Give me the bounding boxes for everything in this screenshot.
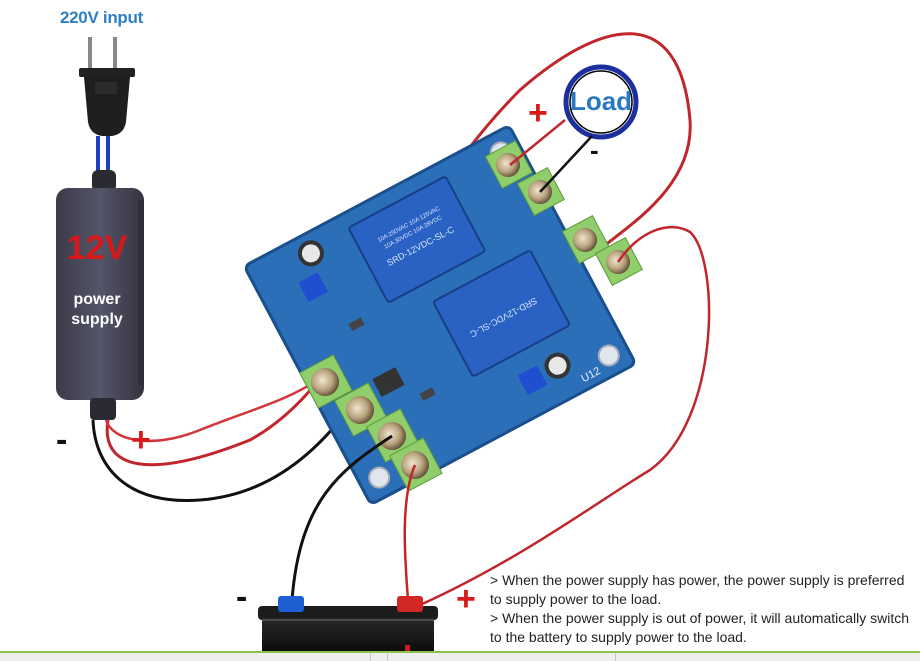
status-bar [0,651,920,661]
wire-board-to-battery-negative [290,434,393,601]
status-bar-divider [387,653,388,661]
note-1: > When the power supply has power, the p… [490,572,905,607]
battery-plus-sign: + [456,580,476,618]
power-supply-unit [56,170,144,420]
wire-psu-positive-to-board [104,376,321,443]
status-bar-divider [615,653,616,661]
battery-positive-terminal [397,596,423,612]
wire-psu-negative-to-board [91,399,357,502]
wire-battery-positive-to-relay [419,225,711,607]
psu-plus-sign: + [131,421,151,459]
note-2: > When the power supply is out of power,… [490,610,910,645]
relay-1: SRD-12VDC-SL-C 10A 250VAC 10A 125VAC 10A… [348,176,486,303]
load-label: Load [569,86,633,116]
behaviour-notes: > When the power supply has power, the p… [490,571,910,647]
battery-icon [258,596,438,659]
wire-board-to-battery-positive [403,464,417,601]
psu-name-label: power supply [71,291,123,328]
wire-psu-positive-to-relay [105,32,692,467]
input-voltage-label: 220V input [60,8,143,27]
load-minus-sign: - [590,135,599,165]
load-plus-sign: + [528,94,548,132]
status-bar-divider [370,653,371,661]
psu-minus-sign: - [56,421,68,459]
wire-load-negative [539,135,593,193]
wire-load-positive [509,119,566,166]
battery-negative-terminal [278,596,304,612]
battery-minus-sign: - [236,578,248,616]
relay-module-board: SRD-12VDC-SL-C 10A 250VAC 10A 125VAC 10A… [244,125,636,504]
psu-voltage-label: 12V [66,229,128,267]
relay-2: SRD-12VDC-SL-C [433,250,570,377]
load-icon [563,64,639,140]
ac-plug-icon [79,37,135,178]
